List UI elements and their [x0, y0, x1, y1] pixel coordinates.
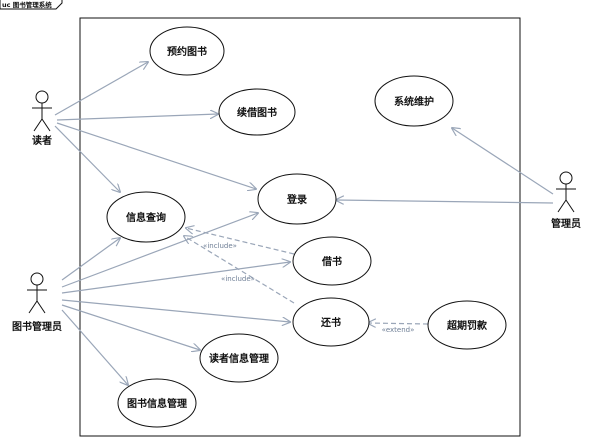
use-case-fine-label: 超期罚款	[446, 319, 488, 332]
use-case-borrow[interactable]: 借书	[292, 236, 372, 286]
use-case-maintain-label: 系统维护	[394, 95, 434, 108]
use-case-renew-label: 续借图书	[237, 106, 277, 119]
use-case-reserve[interactable]: 预约图书	[149, 26, 225, 76]
actor-reader-label: 读者	[32, 134, 52, 147]
assoc-reader-login	[56, 122, 256, 189]
use-case-return-label: 还书	[320, 316, 341, 329]
frame-label: uc 图书管理系统	[2, 0, 52, 9]
actor-admin-label: 管理员	[551, 217, 581, 230]
association-lines	[54, 62, 554, 385]
include-return-query	[184, 236, 295, 304]
extend-fine-return	[368, 323, 429, 324]
use-case-maintain[interactable]: 系统维护	[374, 75, 454, 127]
assoc-librarian-borrow	[61, 262, 290, 294]
assoc-reader-reserve	[54, 62, 148, 116]
include-label-2: «include»	[221, 275, 255, 283]
assoc-reader-query	[54, 125, 120, 192]
extend-label: «extend»	[382, 326, 415, 334]
use-case-query-label: 信息查询	[126, 211, 166, 224]
assoc-admin-maintain	[452, 128, 554, 195]
use-case-reserve-label: 预约图书	[167, 45, 207, 58]
actor-librarian[interactable]	[27, 272, 47, 314]
actor-admin-head-icon	[559, 171, 573, 185]
actor-reader[interactable]	[32, 90, 52, 132]
use-case-book-mgmt-label: 图书信息管理	[127, 397, 187, 410]
use-case-login[interactable]: 登录	[257, 173, 337, 225]
assoc-librarian-readermgmt	[61, 304, 200, 350]
include-borrow-query	[186, 228, 295, 255]
use-case-query[interactable]: 信息查询	[106, 191, 186, 243]
assoc-reader-renew	[56, 114, 218, 121]
assoc-librarian-login	[61, 213, 258, 288]
use-case-borrow-label: 借书	[321, 255, 342, 268]
use-case-fine[interactable]: 超期罚款	[427, 300, 507, 350]
actor-librarian-label: 图书管理员	[12, 320, 62, 333]
dependency-lines	[184, 228, 429, 324]
assoc-librarian-return	[61, 299, 290, 322]
use-case-return[interactable]: 还书	[292, 297, 370, 347]
frame-tab: uc 图书管理系统	[0, 0, 63, 10]
actor-librarian-head-icon	[30, 272, 44, 286]
assoc-librarian-bookmgmt	[61, 309, 128, 385]
use-case-book-mgmt[interactable]: 图书信息管理	[117, 378, 197, 428]
system-boundary	[79, 17, 521, 437]
use-case-login-label: 登录	[286, 193, 307, 206]
assoc-librarian-query	[61, 238, 120, 281]
use-case-renew[interactable]: 续借图书	[218, 88, 296, 136]
include-label-1: «include»	[203, 242, 237, 250]
actor-reader-head-icon	[35, 90, 49, 104]
use-case-reader-mgmt-label: 读者信息管理	[209, 352, 269, 365]
assoc-admin-login	[336, 200, 554, 203]
actor-admin[interactable]	[556, 171, 576, 213]
use-case-reader-mgmt[interactable]: 读者信息管理	[199, 333, 279, 383]
